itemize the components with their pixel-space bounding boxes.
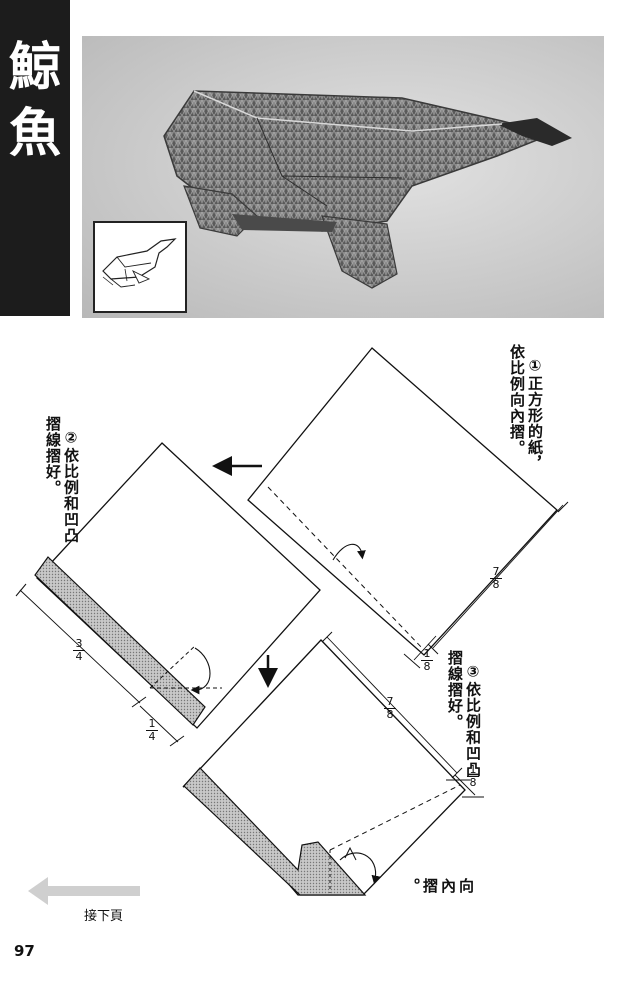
step3-number: ③	[464, 662, 482, 682]
step1-number: ①	[526, 356, 544, 376]
title-char-2: 魚	[8, 104, 61, 164]
title-bar: 鯨 魚	[0, 0, 70, 316]
next-page-arrow-icon[interactable]	[28, 877, 140, 905]
whale-model-image	[163, 90, 572, 289]
step1-text: 正方形的紙， 依比例向內摺。	[508, 344, 544, 472]
next-page-label[interactable]: 接下頁	[84, 909, 124, 924]
step2-square	[15, 442, 321, 747]
step3-text: 依比例和凹凸 摺線摺好。	[446, 650, 482, 778]
step2-text: 依比例和凹凸 摺線摺好。	[44, 416, 80, 544]
step2-instruction: ②依比例和凹凸 摺線摺好。	[44, 416, 98, 543]
step2-number: ②	[62, 428, 80, 448]
step3-instruction: ③依比例和凹凸 摺線摺好。	[446, 650, 500, 777]
title-char-1: 鯨	[8, 38, 61, 98]
fold-inward-note: 向 內 摺 。	[403, 878, 475, 894]
step3-square	[182, 631, 484, 896]
inset-whale-drawing	[93, 221, 187, 313]
page-number: 97	[14, 942, 35, 960]
small-whale-icon	[102, 238, 177, 288]
step1-instruction: ①正方形的紙， 依比例向內摺。	[508, 344, 562, 471]
step1-square	[247, 347, 569, 669]
